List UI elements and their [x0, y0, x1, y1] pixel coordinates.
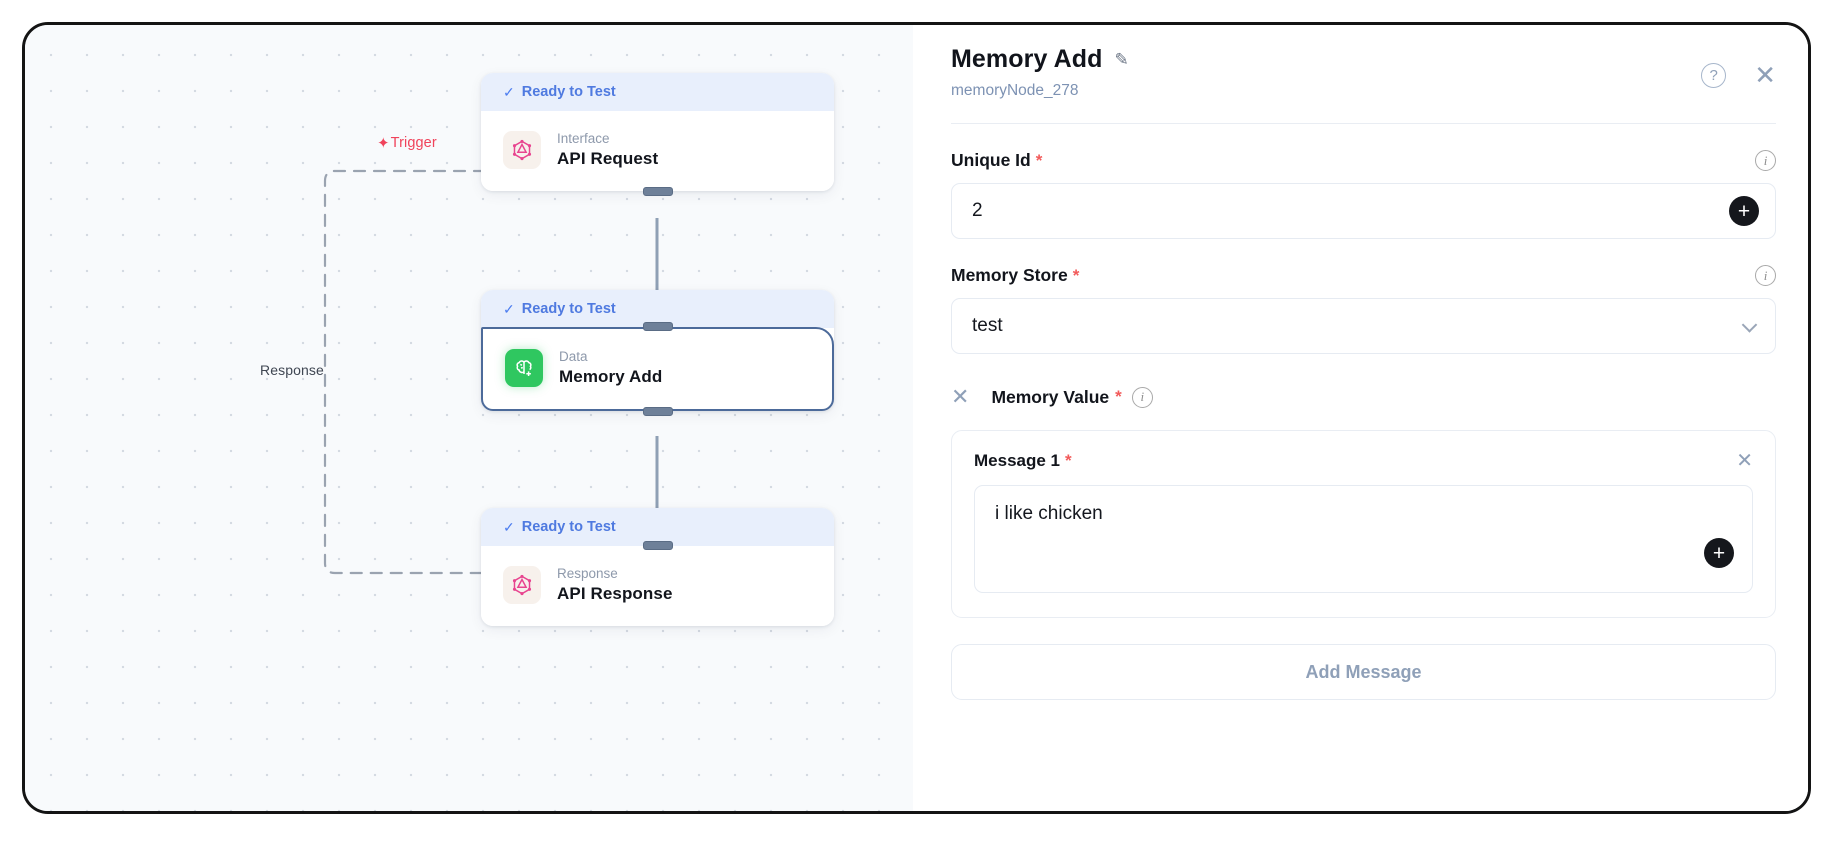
required-marker: * — [1035, 150, 1043, 170]
node-input-port[interactable] — [642, 541, 673, 550]
message-title: Message 1 — [974, 451, 1060, 470]
field-label-unique-id: Unique Id — [951, 150, 1031, 170]
field-label-memory-store: Memory Store — [951, 265, 1068, 285]
check-icon: ✓ — [503, 519, 515, 535]
check-icon: ✓ — [503, 301, 515, 317]
remove-message-icon[interactable]: ✕ — [1736, 450, 1753, 472]
unique-id-value: 2 — [972, 200, 983, 221]
node-status-text: Ready to Test — [521, 301, 616, 317]
node-category: Response — [557, 566, 618, 581]
field-label-memory-value: Memory Value — [991, 386, 1110, 407]
node-status-text: Ready to Test — [521, 84, 616, 100]
info-icon[interactable]: i — [1755, 150, 1776, 171]
node-api-response[interactable]: ✓ Ready to Test — [481, 508, 834, 626]
required-marker: * — [1115, 387, 1122, 406]
help-icon[interactable]: ? — [1701, 62, 1727, 88]
memory-store-value: test — [972, 315, 1003, 336]
add-message-button[interactable]: Add Message — [951, 644, 1776, 700]
message-value: i like chicken — [995, 503, 1103, 524]
divider — [951, 123, 1776, 124]
message-textarea[interactable]: i like chicken + — [974, 485, 1753, 593]
node-category: Interface — [557, 131, 610, 146]
field-memory-store: Memory Store * i test — [951, 265, 1776, 354]
connector-request-to-memory — [655, 218, 659, 311]
message-card: Message 1 * ✕ i like chicken + — [951, 430, 1776, 618]
unique-id-input[interactable]: 2 + — [951, 183, 1776, 239]
info-icon[interactable]: i — [1131, 386, 1153, 408]
graphql-node-icon — [503, 131, 541, 169]
page-title: Memory Add — [951, 45, 1103, 73]
connector-memory-to-response — [655, 436, 659, 528]
info-icon[interactable]: i — [1755, 265, 1776, 286]
field-memory-value: ✕ Memory Value * i — [951, 386, 1776, 408]
node-body[interactable]: Response API Response — [481, 541, 834, 626]
properties-panel: Memory Add ✎ memoryNode_278 ? ✕ Unique I… — [913, 25, 1808, 811]
node-body[interactable]: Data Memory Add — [481, 322, 834, 416]
node-output-port[interactable] — [642, 407, 673, 416]
close-icon[interactable]: ✕ — [1754, 60, 1776, 90]
panel-header: Memory Add ✎ memoryNode_278 ? ✕ — [951, 45, 1776, 100]
editor-surface: ✦ Trigger Response ✓ Ready to Test — [22, 22, 1811, 814]
memory-store-select[interactable]: test — [951, 298, 1776, 354]
node-status-badge: ✓ Ready to Test — [481, 290, 834, 328]
add-variable-icon[interactable]: + — [1704, 538, 1734, 568]
field-unique-id: Unique Id * i 2 + — [951, 150, 1776, 239]
node-api-request[interactable]: ✓ Ready to Test — [481, 73, 834, 196]
required-marker: * — [1065, 451, 1072, 470]
add-variable-icon[interactable]: + — [1729, 196, 1759, 226]
node-category: Data — [559, 349, 588, 364]
node-title: API Request — [557, 149, 659, 168]
add-message-label: Add Message — [1305, 661, 1422, 682]
required-marker: * — [1072, 265, 1080, 285]
node-status-badge: ✓ Ready to Test — [481, 73, 834, 111]
node-memory-add[interactable]: ✓ Ready to Test Data Memory Add — [481, 290, 834, 416]
node-id-label: memoryNode_278 — [951, 82, 1079, 99]
remove-memory-value-icon[interactable]: ✕ — [951, 384, 970, 409]
check-icon: ✓ — [503, 84, 515, 100]
pencil-icon[interactable]: ✎ — [1114, 50, 1129, 69]
node-body[interactable]: Interface API Request — [481, 111, 834, 196]
node-input-port[interactable] — [642, 322, 673, 331]
node-output-port[interactable] — [642, 187, 673, 196]
node-title: API Response — [557, 584, 673, 603]
brain-plus-icon — [505, 349, 543, 387]
graphql-node-icon — [503, 566, 541, 604]
chevron-down-icon[interactable] — [1741, 317, 1758, 333]
node-title: Memory Add — [559, 367, 663, 386]
node-status-text: Ready to Test — [521, 519, 616, 535]
node-status-badge: ✓ Ready to Test — [481, 508, 834, 546]
